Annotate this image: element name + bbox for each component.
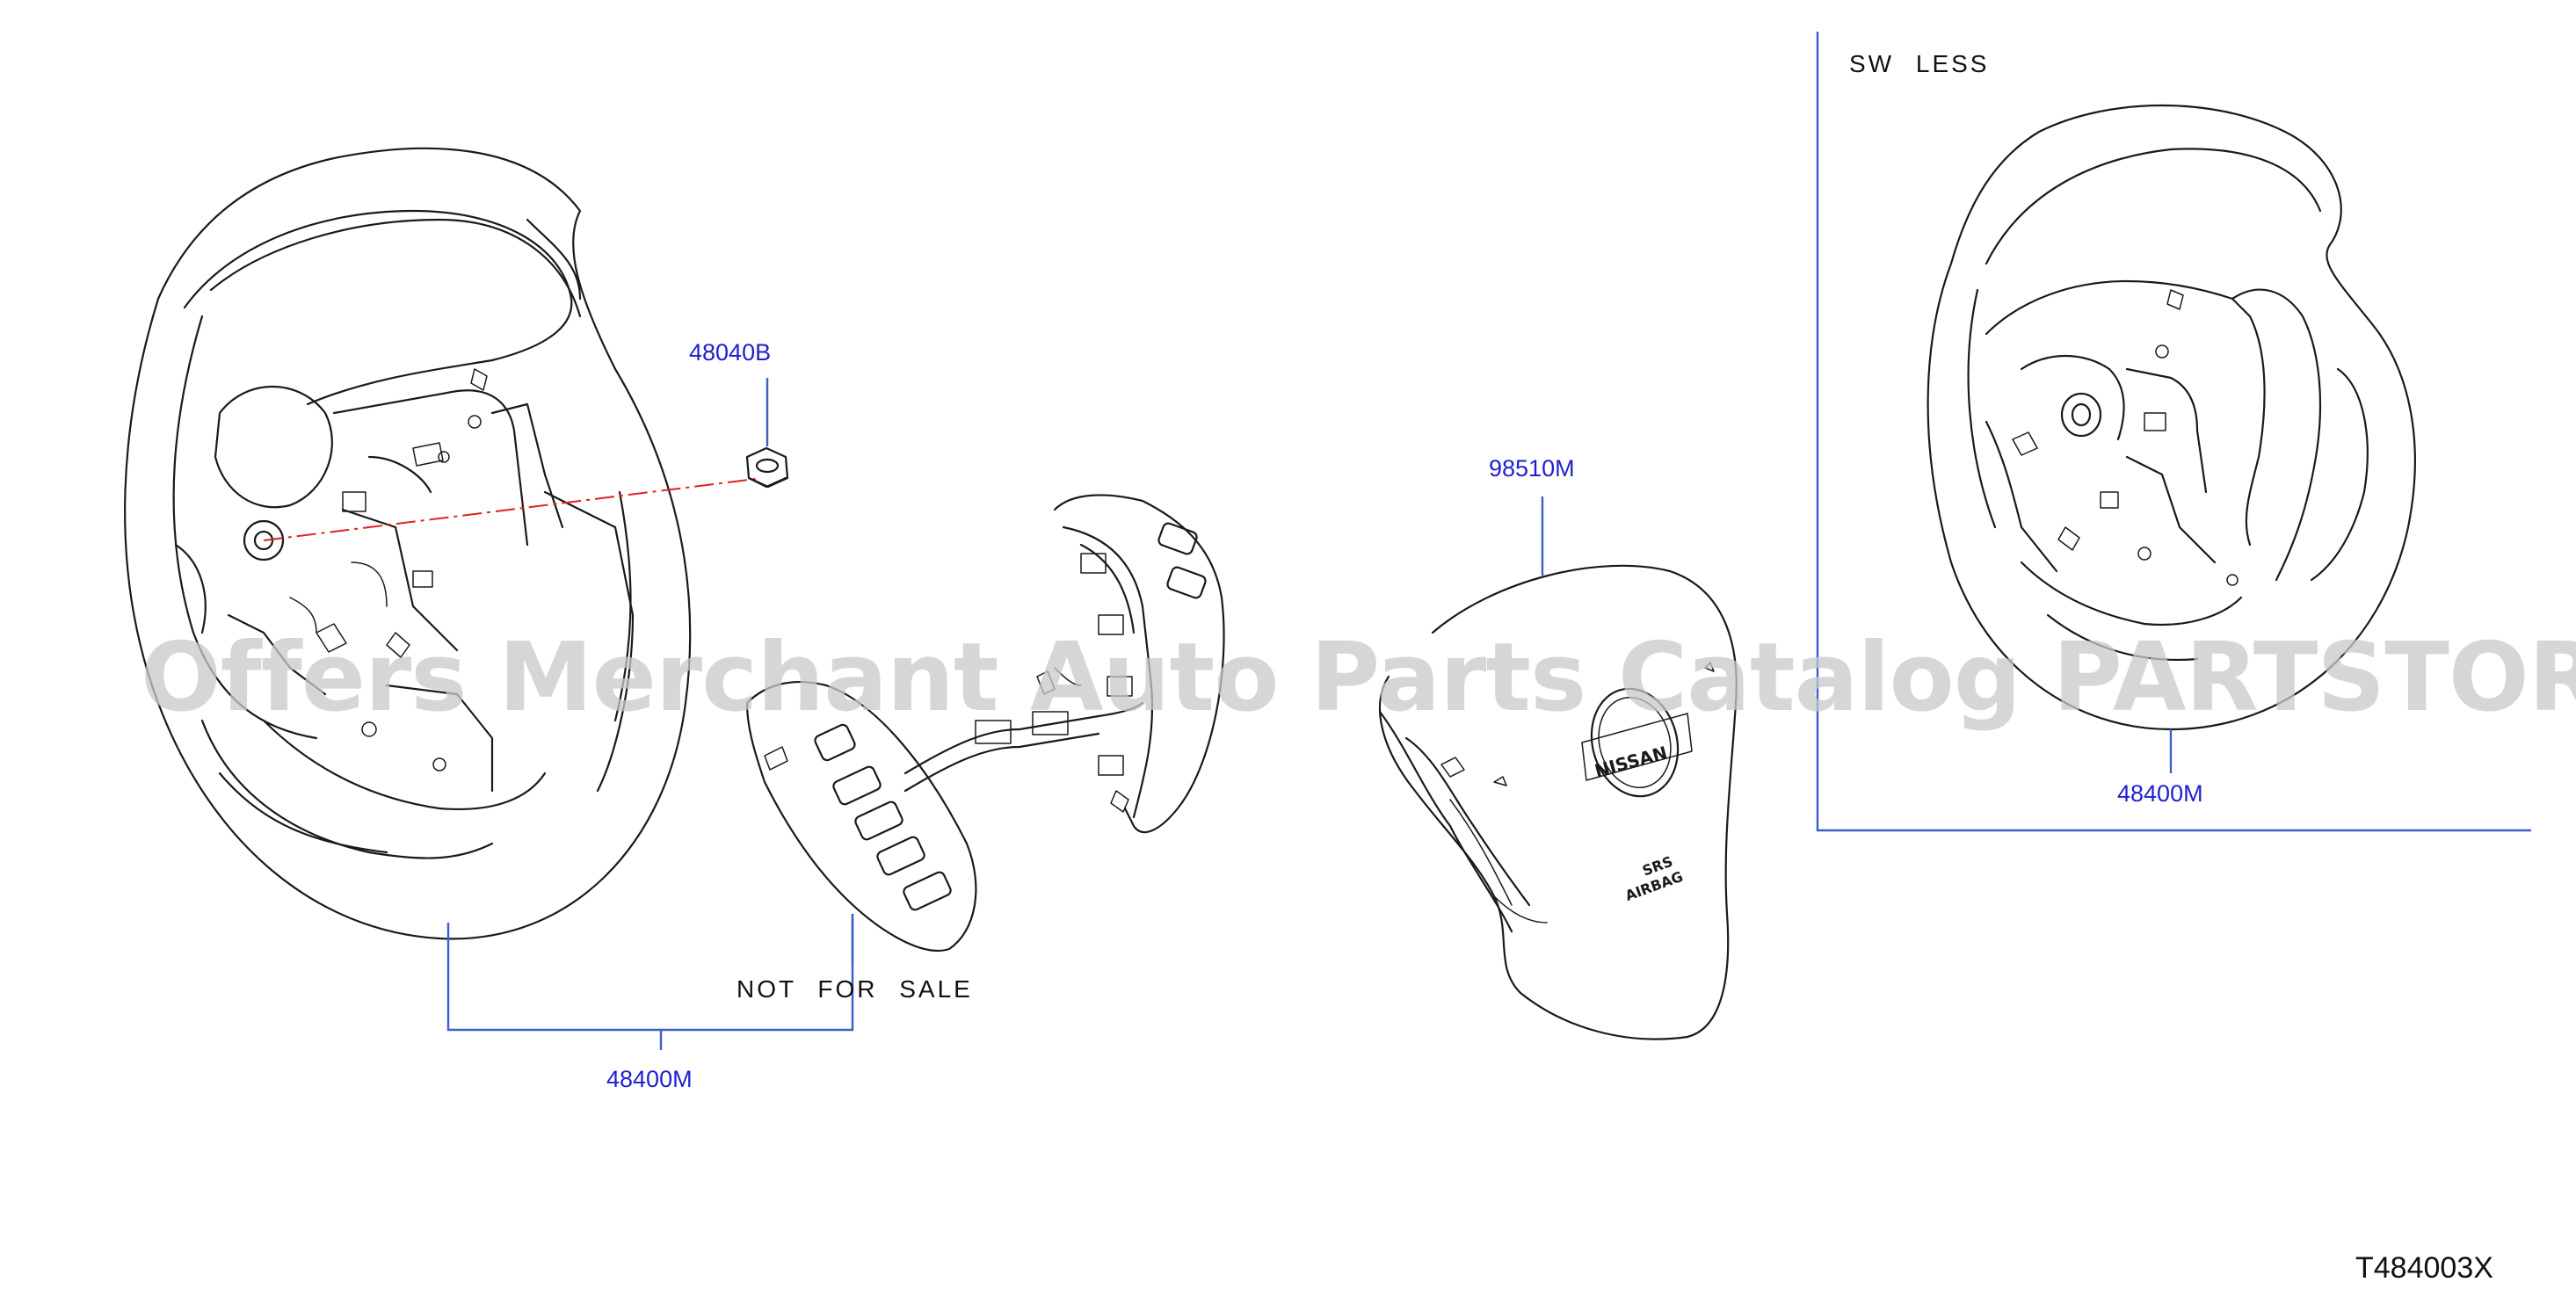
assembly-centerline [263, 478, 757, 541]
part-label-98510M[interactable]: 98510M [1489, 455, 1575, 482]
hex-nut [745, 446, 789, 489]
airbag-module [1378, 564, 1738, 1040]
note-sw-less: SW LESS [1849, 50, 1989, 77]
steering-wheel-right [1927, 104, 2416, 731]
part-label-48040B[interactable]: 48040B [689, 339, 771, 366]
airbag-logo-text: NISSAN [1593, 742, 1670, 781]
note-not-for-sale: NOT FOR SALE [737, 975, 973, 1003]
steering-switch-assembly [745, 494, 1225, 952]
part-label-48400M-left[interactable]: 48400M [606, 1066, 693, 1092]
steering-wheel-left [124, 147, 692, 940]
watermark-text: Offers Merchant Auto Parts Catalog PARTS… [141, 623, 2576, 733]
drawing-code: T484003X [2355, 1251, 2493, 1285]
leader-wheel-left [446, 914, 854, 1032]
part-label-48400M-right[interactable]: 48400M [2117, 780, 2203, 807]
inset-frame [1816, 32, 2531, 832]
